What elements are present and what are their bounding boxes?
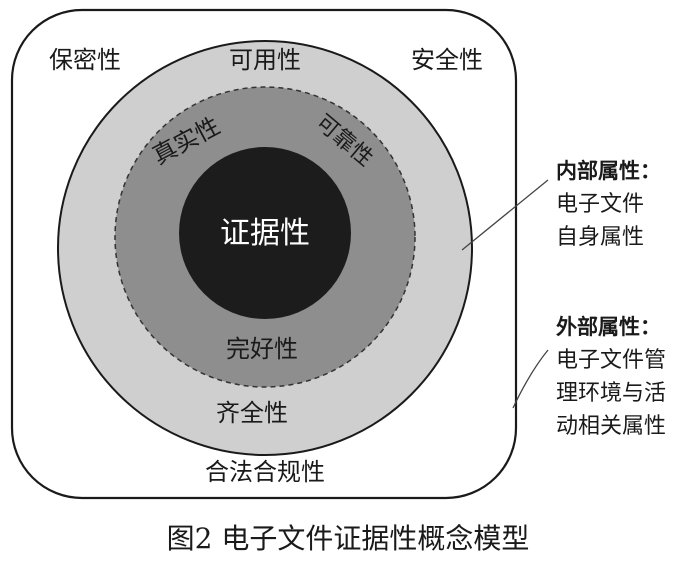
annotation-internal-title: 内部属性： xyxy=(556,159,661,183)
label-legality: 合法合规性 xyxy=(205,458,325,486)
core-circle xyxy=(179,147,351,319)
label-integrity: 完好性 xyxy=(226,335,298,363)
annotation-internal-line2: 自身属性 xyxy=(556,225,644,250)
figure-caption: 图2 电子文件证据性概念模型 xyxy=(167,522,530,555)
label-confidentiality: 保密性 xyxy=(49,46,121,74)
leader-line-internal xyxy=(461,179,549,251)
annotation-internal-line1: 电子文件 xyxy=(556,192,644,217)
annotation-external-title: 外部属性： xyxy=(556,315,661,339)
label-security: 安全性 xyxy=(411,46,483,74)
label-evidentiality: 证据性 xyxy=(220,216,310,251)
annotation-external-line3: 动相关属性 xyxy=(556,414,666,439)
label-availability: 可用性 xyxy=(229,46,301,74)
annotation-external-line1: 电子文件管 xyxy=(556,348,666,373)
leader-line-external xyxy=(512,349,549,409)
label-completeness: 齐全性 xyxy=(216,399,288,427)
annotation-external-line2: 理环境与活 xyxy=(556,381,666,406)
